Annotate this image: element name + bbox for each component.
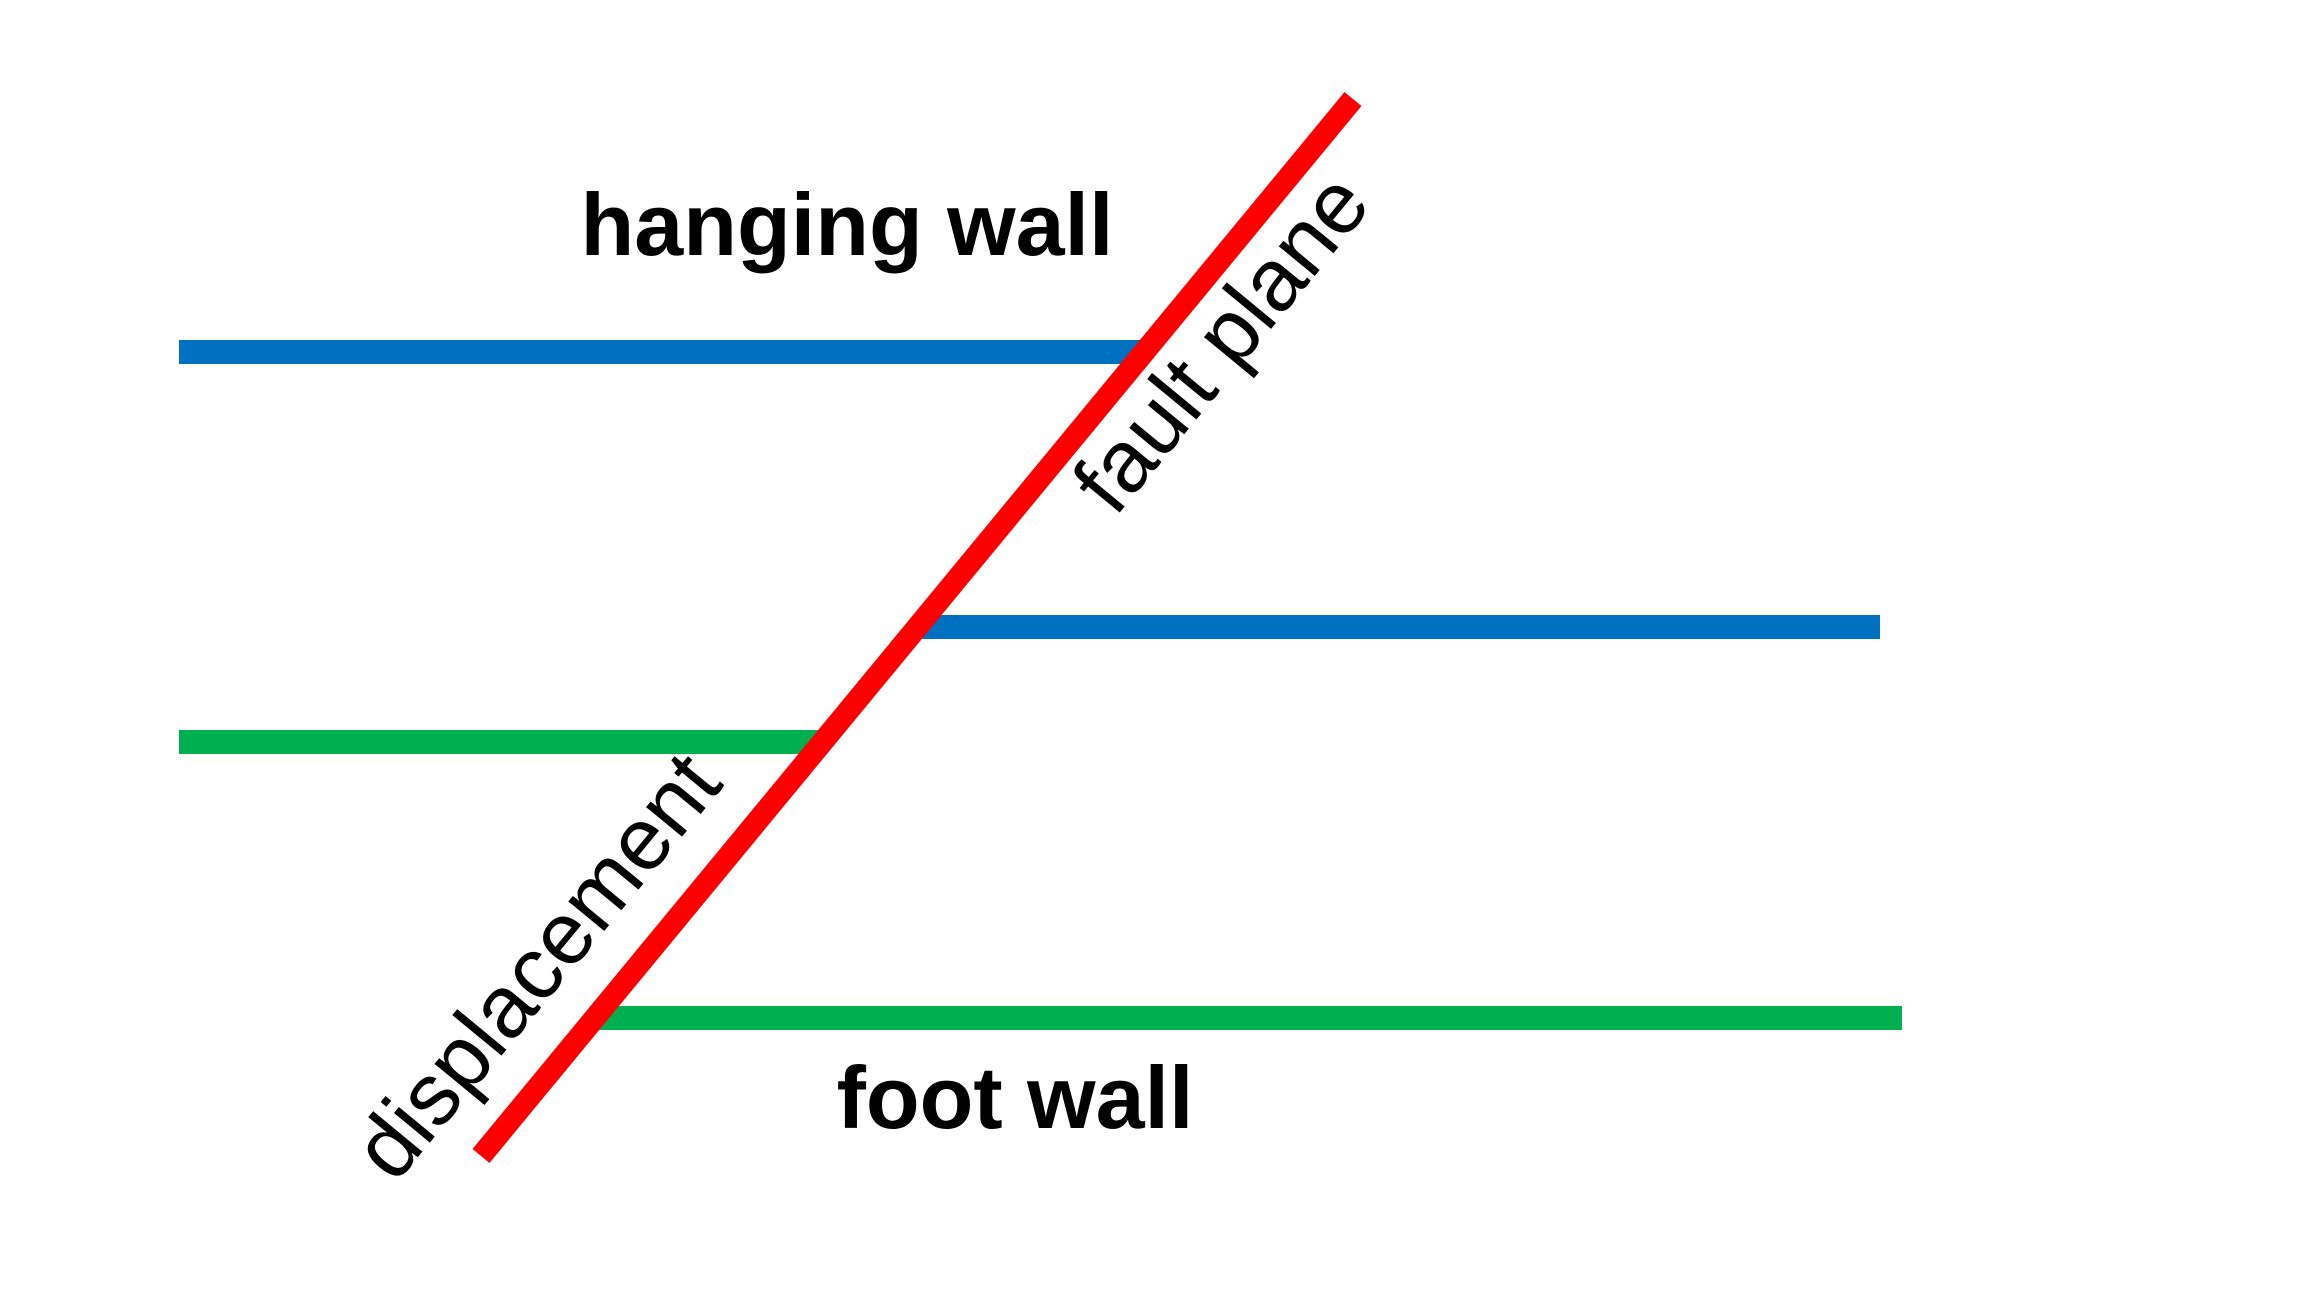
fault-plane-line	[472, 91, 1362, 1164]
hanging-wall-label: hanging wall	[581, 175, 1114, 274]
displacement-label: displacement	[333, 734, 739, 1197]
foot-wall-label: foot wall	[837, 1048, 1194, 1147]
